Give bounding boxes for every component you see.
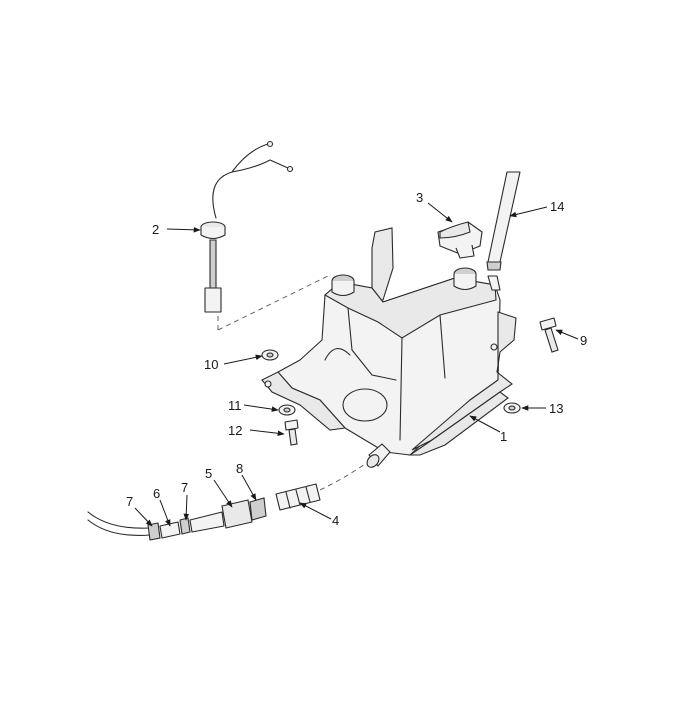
callout-11: 11	[228, 398, 242, 413]
callout-6: 6	[153, 486, 160, 501]
callout-12: 12	[228, 423, 242, 438]
callout-3: 3	[416, 190, 423, 205]
washer-11	[278, 404, 296, 416]
fuel-tap-5	[189, 499, 253, 533]
fuel-level-sender	[200, 140, 294, 313]
hose-clamp-7-left	[147, 522, 161, 541]
callout-1: 1	[500, 429, 507, 444]
bolt-12	[284, 419, 299, 446]
callout-7-right: 7	[181, 480, 188, 495]
filler-cap	[437, 221, 483, 259]
assembly-guide-line	[217, 274, 331, 331]
filter-8	[249, 497, 267, 521]
connector-4	[275, 483, 321, 511]
callout-10: 10	[204, 357, 218, 372]
fuel-line	[87, 511, 151, 536]
washer-13	[503, 402, 521, 414]
callout-5: 5	[205, 466, 212, 481]
fitting-6	[159, 521, 181, 539]
fuel-tank	[261, 227, 517, 468]
vent-hose	[486, 171, 521, 271]
bolt	[539, 317, 559, 353]
callout-4: 4	[332, 513, 339, 528]
callout-13: 13	[549, 401, 563, 416]
callout-2: 2	[152, 222, 159, 237]
callout-9: 9	[580, 333, 587, 348]
hose-clamp-7-right	[179, 517, 191, 535]
washer-10	[261, 349, 279, 361]
callout-8: 8	[236, 461, 243, 476]
callout-7-left: 7	[126, 494, 133, 509]
callout-14: 14	[550, 199, 564, 214]
fuel-line-guide	[319, 461, 369, 491]
